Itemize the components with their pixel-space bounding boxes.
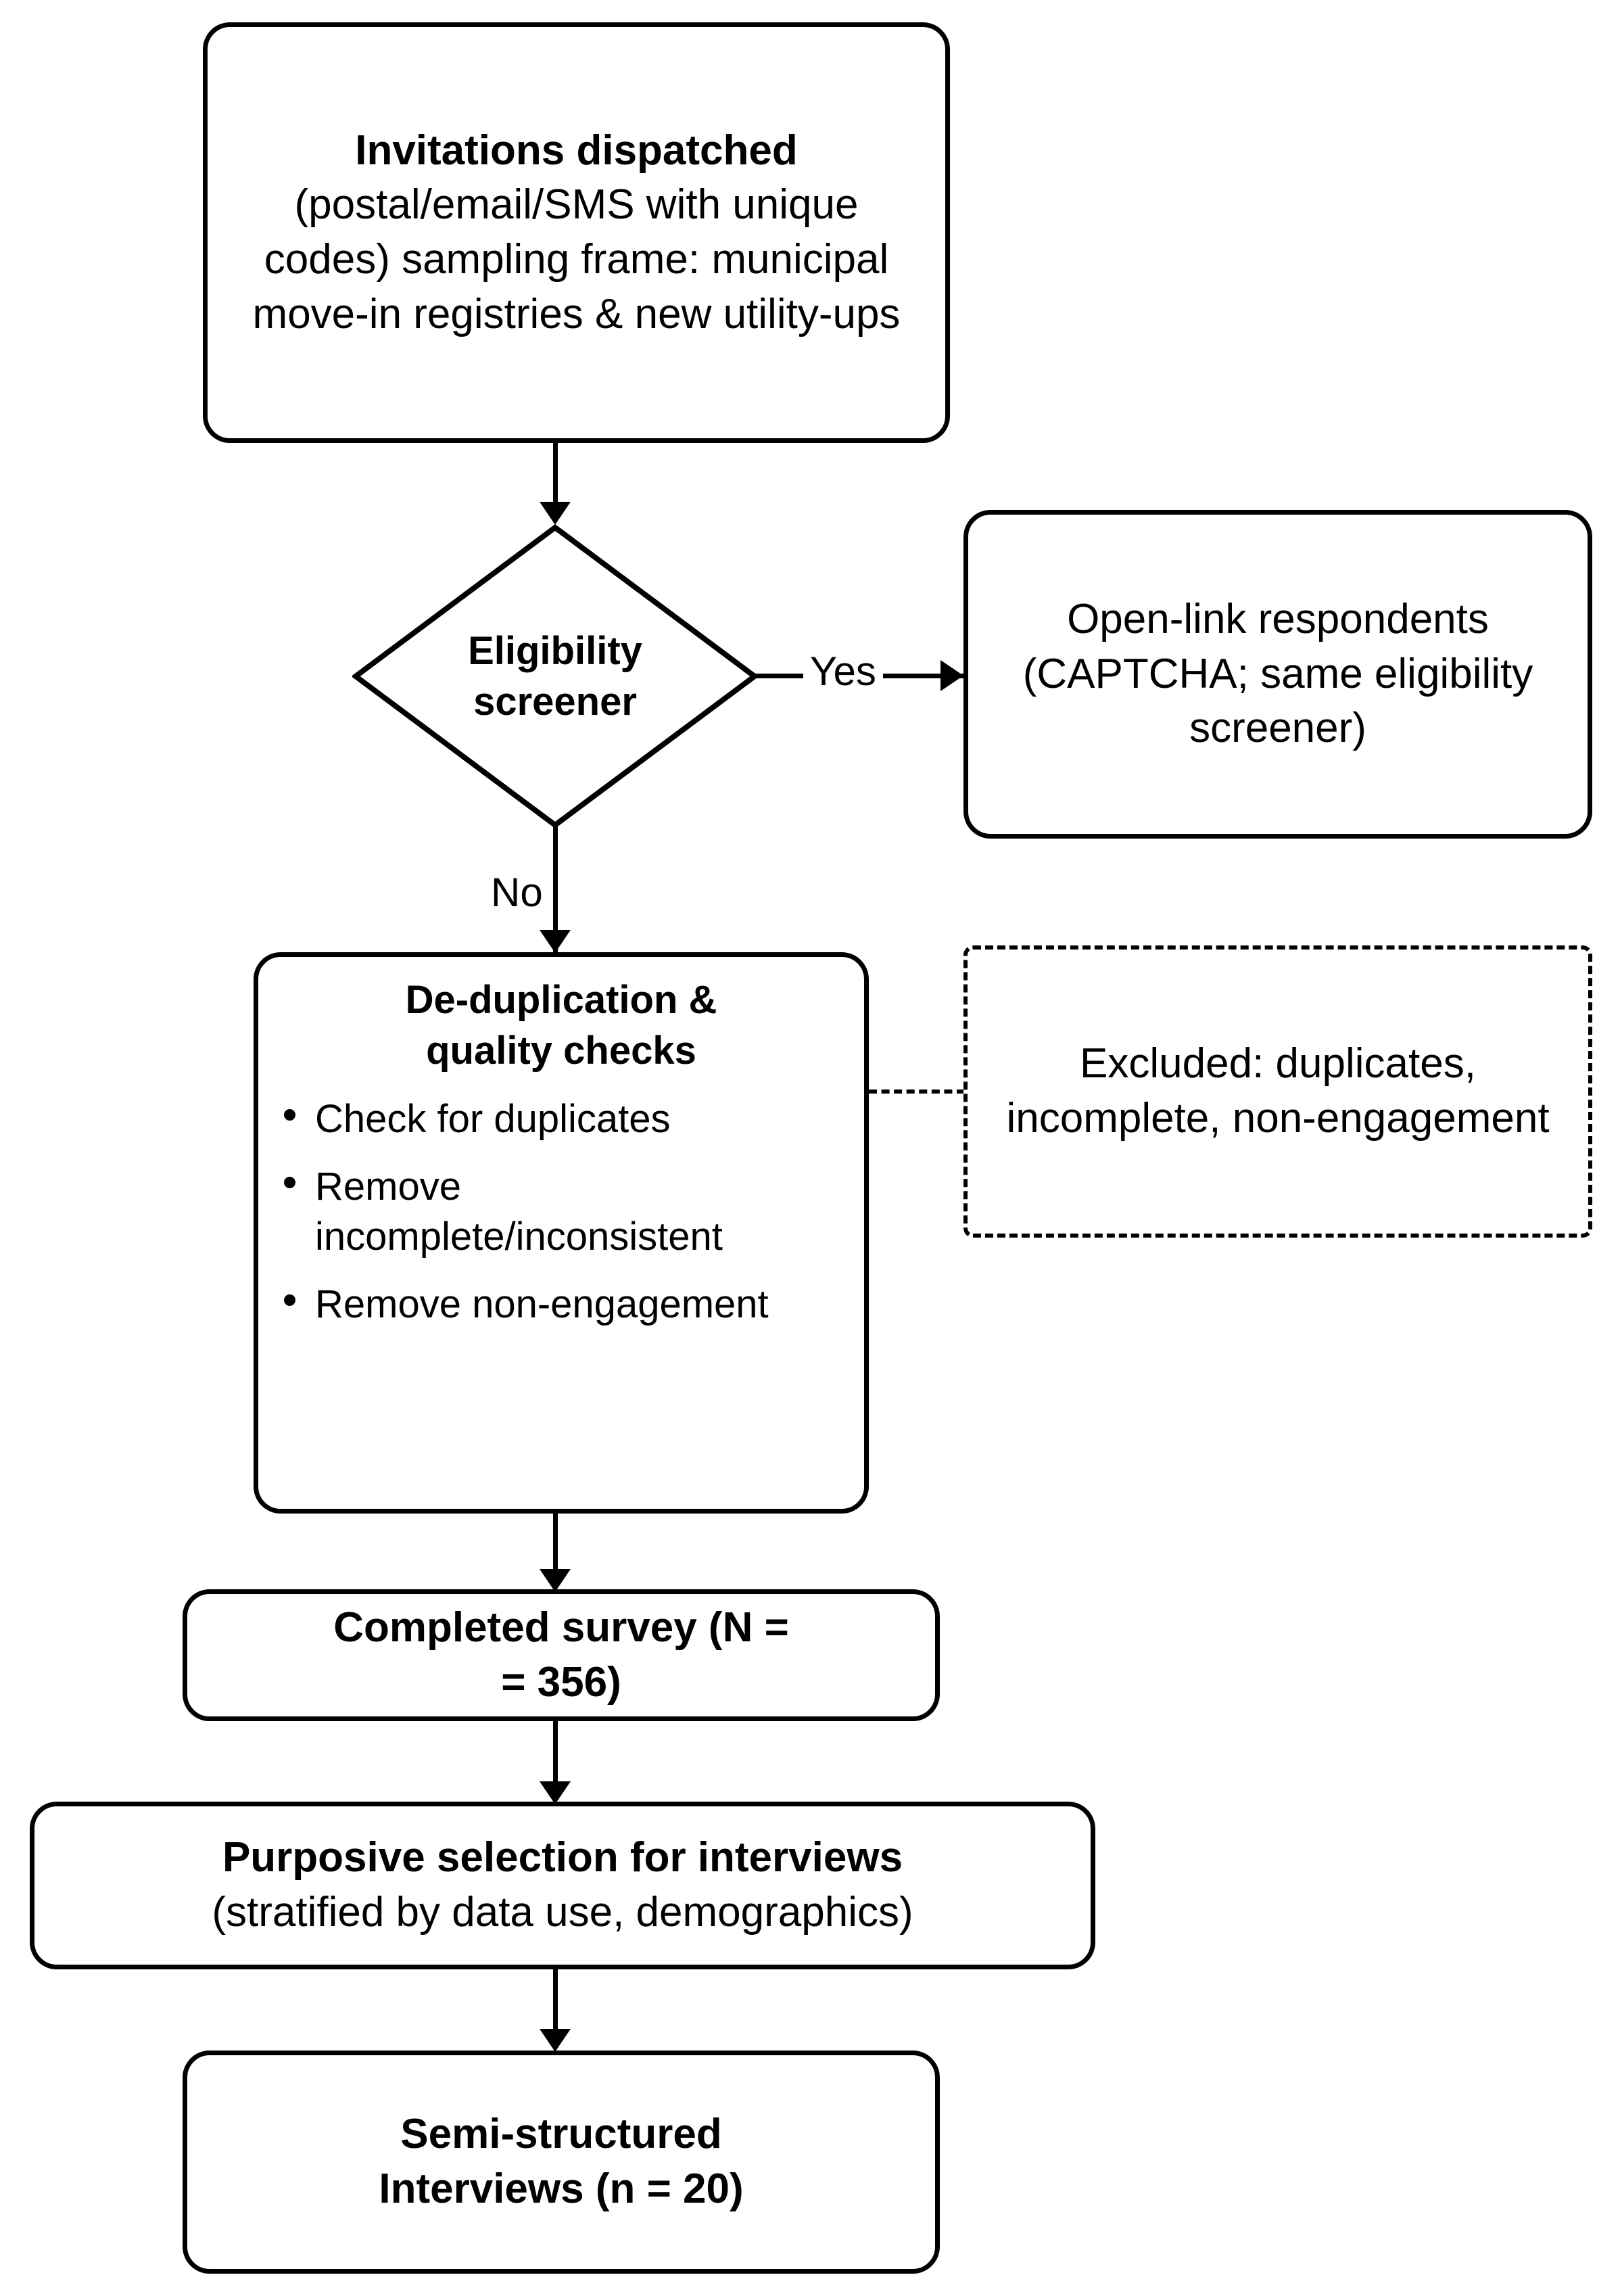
edge-eligibility-to-dedup-arrow — [540, 930, 571, 953]
edge-label-no: No — [485, 872, 548, 913]
node-invitations-subtitle: (postal/email/SMS with unique codes) sam… — [252, 181, 901, 337]
list-item: Remove non-engagement — [273, 1280, 849, 1330]
node-invitations-title: Invitations dispatched — [355, 126, 798, 174]
edge-dedup-to-completed-line — [553, 1514, 558, 1583]
node-eligibility-label-line1: Eligibility — [468, 628, 642, 673]
node-deduplication-quality-checks[interactable]: De-duplication & quality checks Check fo… — [254, 952, 869, 1514]
node-purposive-subtitle: (stratified by data use, demographics) — [212, 1889, 913, 1936]
node-interviews-line2: Interviews (n = 20) — [379, 2165, 744, 2212]
node-eligibility-label-line2: screener — [473, 680, 637, 724]
edge-dedup-to-excluded-line — [869, 1090, 965, 1094]
edge-invitations-to-eligibility-line — [553, 443, 558, 513]
node-excluded-text: Excluded: duplicates, incomplete, non-en… — [1006, 1040, 1550, 1142]
node-dedup-title-line2: quality checks — [426, 1029, 696, 1073]
edge-eligibility-to-openlink-arrow — [940, 660, 963, 691]
node-dedup-title-line1: De-duplication & — [405, 978, 717, 1022]
node-completed-survey-line1: Completed survey (N = — [333, 1603, 789, 1651]
node-semi-structured-interviews[interactable]: Semi-structured Interviews (n = 20) — [183, 2051, 940, 2274]
list-item: Remove incomplete/inconsistent — [273, 1162, 849, 1262]
node-completed-survey-line2: = 356) — [501, 1658, 621, 1706]
list-item: Check for duplicates — [273, 1094, 849, 1144]
edge-label-yes: Yes — [803, 651, 883, 692]
edge-purposive-to-interviews-line — [553, 1969, 558, 2042]
edge-invitations-to-eligibility-arrow — [540, 502, 571, 525]
node-invitations-dispatched[interactable]: Invitations dispatched (postal/email/SMS… — [203, 22, 950, 443]
edge-eligibility-to-dedup-line — [553, 824, 558, 954]
edge-completed-to-purposive-arrow — [540, 1781, 571, 1804]
node-open-link-text: Open-link respondents (CAPTCHA; same eli… — [1022, 596, 1533, 752]
node-dedup-bullet-list: Check for duplicates Remove incomplete/i… — [273, 1077, 849, 1330]
node-interviews-line1: Semi-structured — [400, 2111, 722, 2158]
edge-purposive-to-interviews-arrow — [540, 2029, 571, 2052]
edge-completed-to-purposive-line — [553, 1721, 558, 1794]
node-purposive-title: Purposive selection for interviews — [222, 1834, 903, 1881]
node-open-link-respondents[interactable]: Open-link respondents (CAPTCHA; same eli… — [963, 510, 1592, 839]
node-excluded[interactable]: Excluded: duplicates, incomplete, non-en… — [963, 945, 1592, 1238]
node-completed-survey[interactable]: Completed survey (N = = 356) — [183, 1589, 940, 1721]
node-purposive-selection[interactable]: Purposive selection for interviews (stra… — [30, 1802, 1095, 1969]
edge-dedup-to-completed-arrow — [540, 1569, 571, 1592]
node-eligibility-screener[interactable]: Eligibility screener — [352, 524, 758, 828]
